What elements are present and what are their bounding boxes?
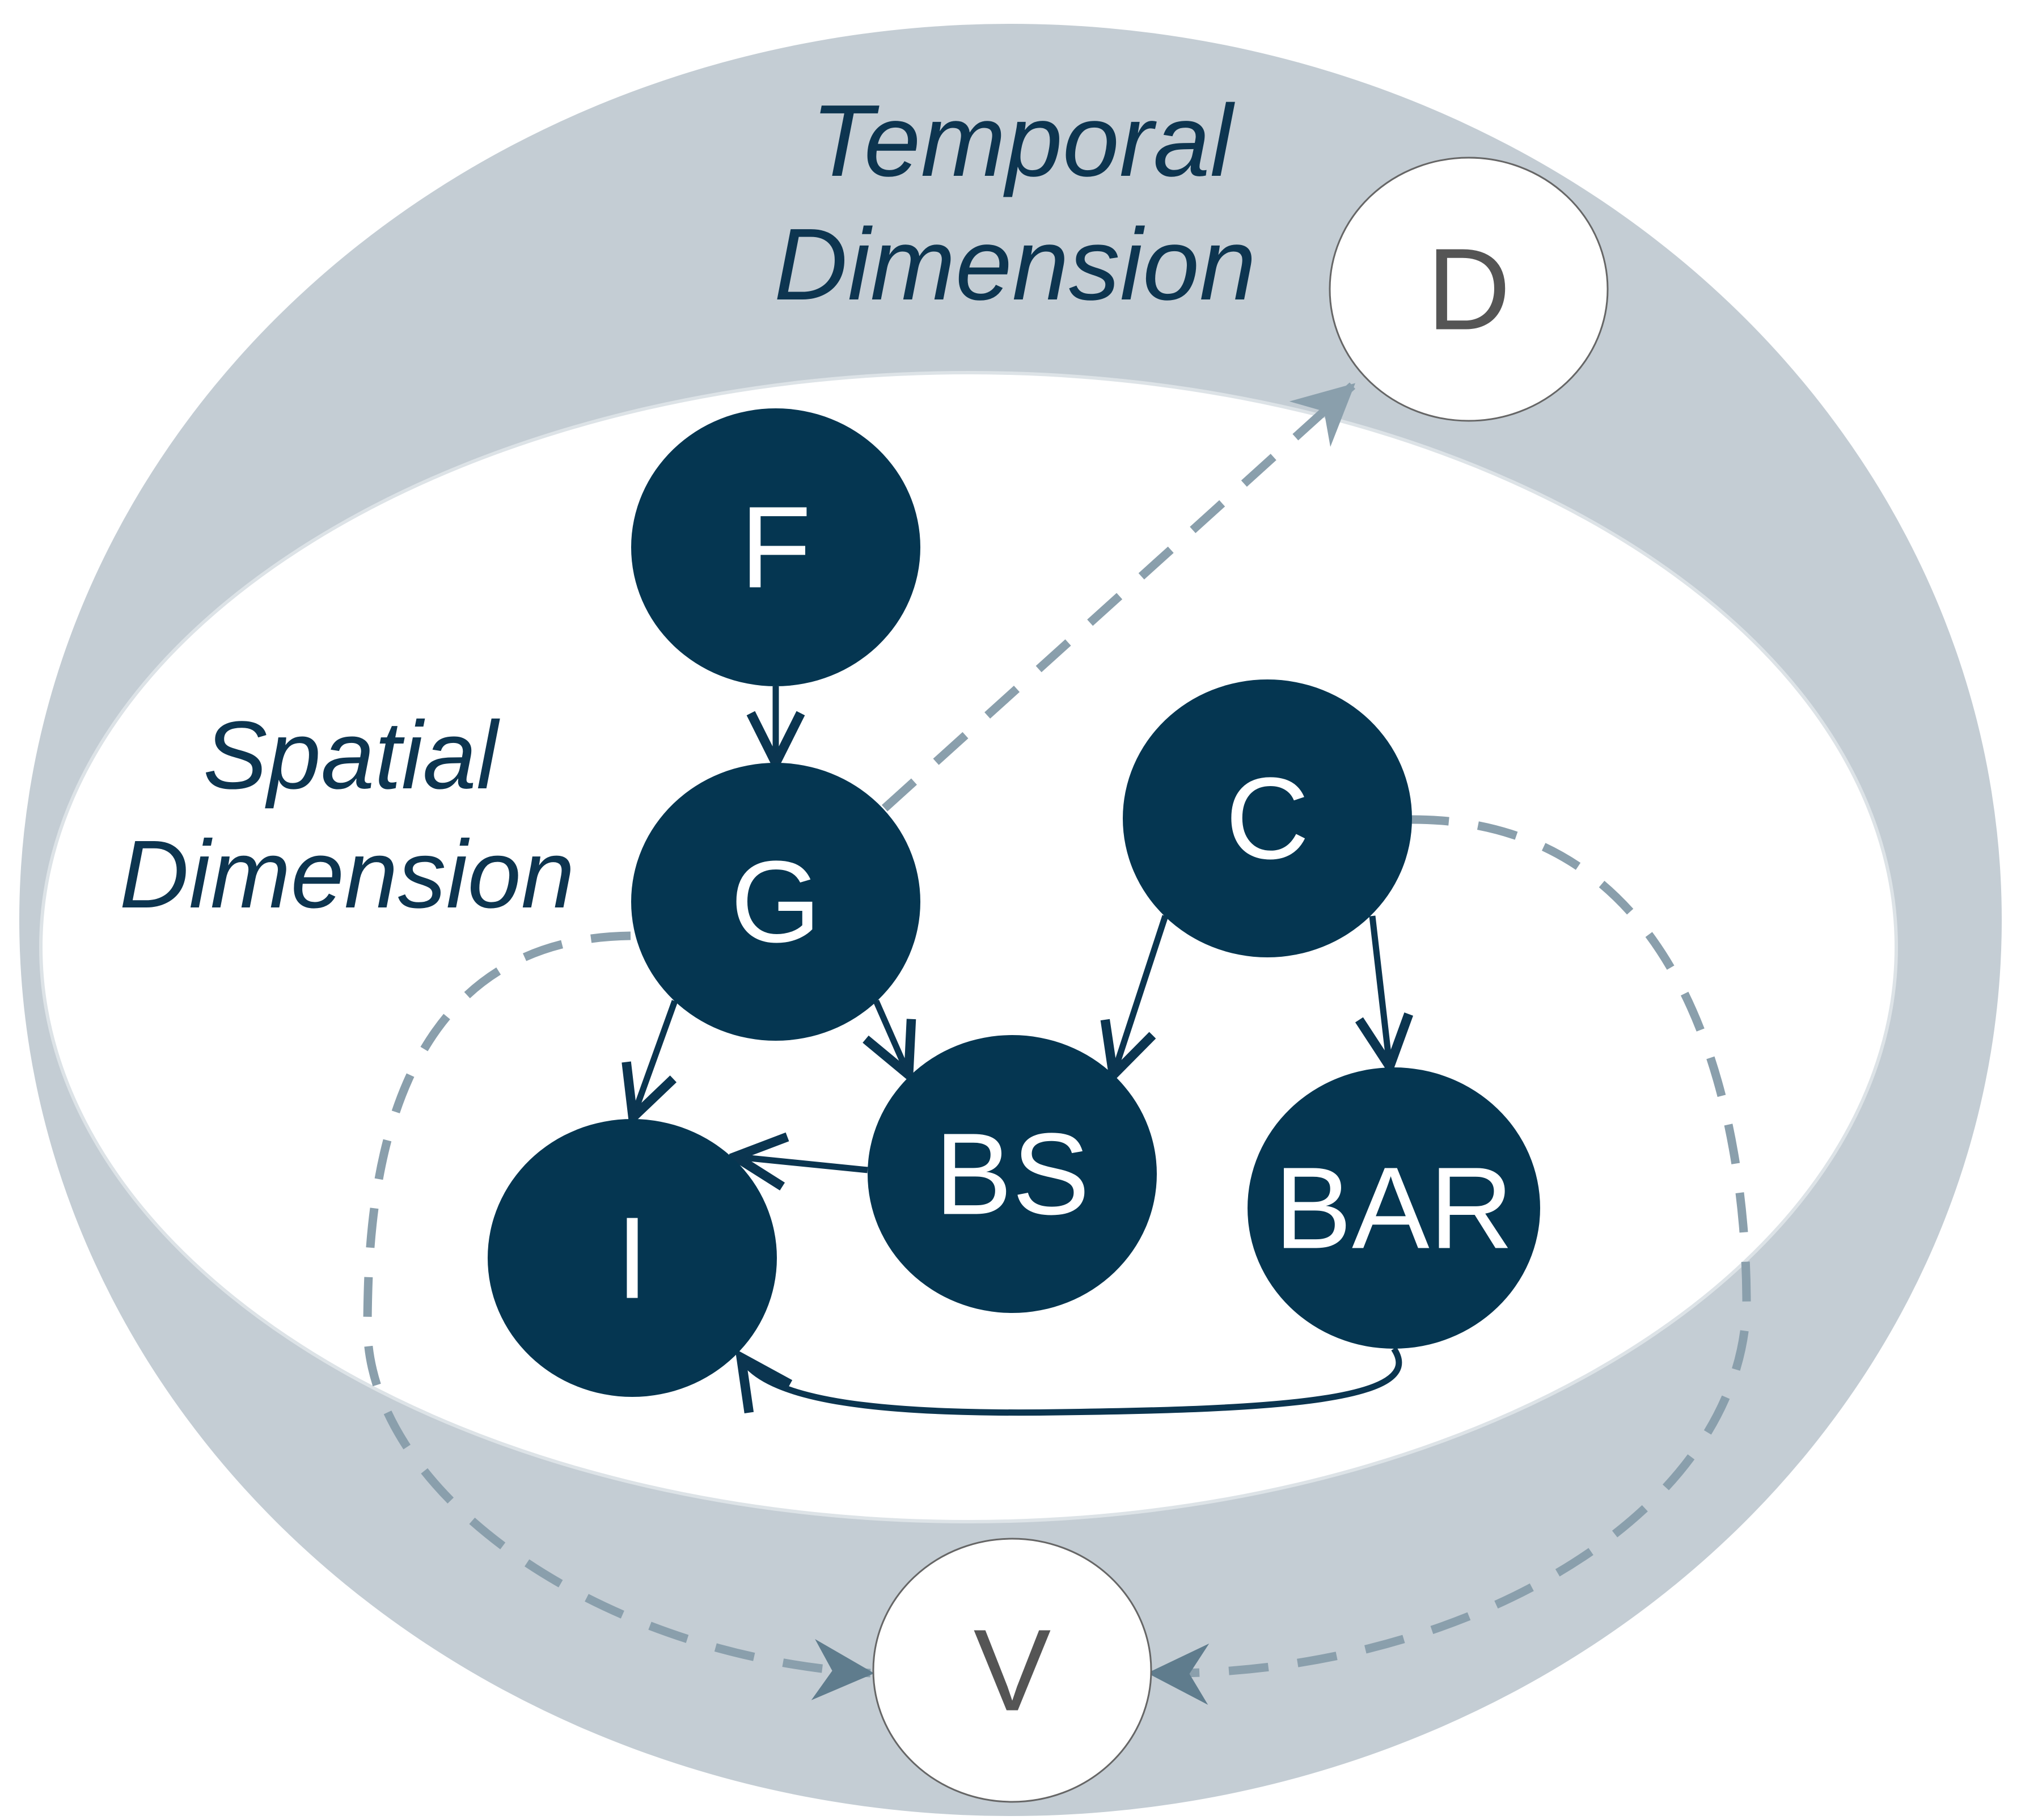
node-V: V (872, 1538, 1152, 1803)
node-C: C (1123, 679, 1412, 957)
node-I: I (488, 1119, 777, 1397)
node-F-label: F (740, 483, 811, 613)
edge-C-to-BS (1114, 915, 1169, 1072)
spatial-dimension-label-line2: Dimension (119, 821, 574, 928)
temporal-dimension-label-line2: Dimension (774, 208, 1256, 322)
edge-BS-to-I (738, 1157, 868, 1170)
node-D-label: D (1427, 225, 1511, 354)
node-F: F (631, 408, 920, 686)
node-BS-label: BS (935, 1109, 1089, 1239)
node-I-label: I (616, 1193, 649, 1323)
node-D: D (1329, 157, 1609, 422)
edge-G-to-I (634, 1000, 678, 1114)
node-C-label: C (1225, 754, 1309, 884)
node-BS: BS (868, 1035, 1157, 1313)
edge-BAR-to-I (743, 1346, 1402, 1416)
temporal-dimension-label-line1: Temporal (811, 84, 1236, 198)
edge-C-to-BAR (1372, 915, 1389, 1063)
node-BAR: BAR (1248, 1067, 1540, 1349)
node-BAR-label: BAR (1274, 1143, 1513, 1273)
spatial-dimension-region (39, 371, 1898, 1523)
node-G-label: G (730, 837, 821, 967)
node-G: G (631, 763, 920, 1041)
node-V-label: V (974, 1606, 1051, 1735)
edge-G-to-BS (876, 999, 907, 1072)
edge-G-to-D (881, 382, 1356, 812)
spatial-dimension-label-line1: Spatial (203, 702, 500, 809)
